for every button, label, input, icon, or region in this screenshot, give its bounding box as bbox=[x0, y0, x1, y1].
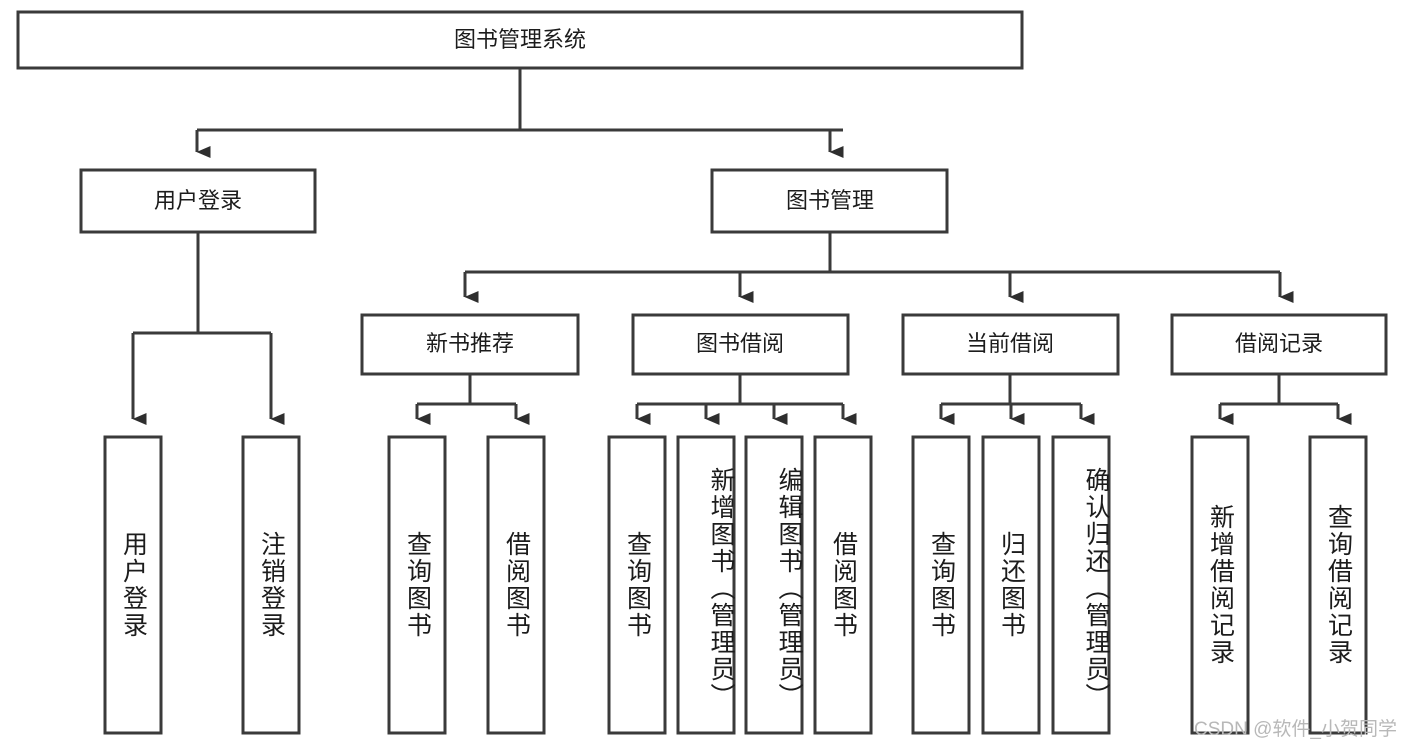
node-current-borrow-label: 当前借阅 bbox=[966, 331, 1054, 356]
connector-user-login-to-leaves bbox=[131, 232, 285, 425]
connector-borrow-record-to-leaves bbox=[1218, 374, 1352, 425]
node-new-book-rec[interactable]: 新书推荐 bbox=[360, 313, 580, 376]
leaf-return-book-box[interactable] bbox=[981, 435, 1041, 735]
node-borrow-record-label: 借阅记录 bbox=[1235, 331, 1323, 356]
leaf-boxes bbox=[103, 435, 1368, 735]
leaf-logout-box[interactable] bbox=[241, 435, 301, 735]
node-current-borrow[interactable]: 当前借阅 bbox=[901, 313, 1120, 376]
connector-book-borrow-to-leaves bbox=[635, 374, 857, 425]
connector-new-book-rec-to-leaves bbox=[415, 374, 530, 425]
leaf-edit-book-box[interactable] bbox=[744, 435, 804, 735]
node-new-book-rec-label: 新书推荐 bbox=[426, 331, 514, 356]
leaf-user-login-box[interactable] bbox=[103, 435, 163, 735]
node-current-borrow-box bbox=[901, 313, 1120, 376]
node-root-label: 图书管理系统 bbox=[454, 27, 586, 52]
node-root[interactable]: 图书管理系统 bbox=[16, 10, 1024, 70]
leaf-query-book-2-box[interactable] bbox=[607, 435, 667, 735]
node-book-borrow-label: 图书借阅 bbox=[696, 331, 784, 356]
leaf-query-record-box[interactable] bbox=[1308, 435, 1368, 735]
leaf-add-record-box[interactable] bbox=[1190, 435, 1250, 735]
node-user-login-label: 用户登录 bbox=[154, 188, 242, 213]
leaf-borrow-book-1-box[interactable] bbox=[486, 435, 546, 735]
node-root-box bbox=[16, 10, 1024, 70]
node-book-manage[interactable]: 图书管理 bbox=[710, 168, 949, 234]
node-user-login[interactable]: 用户登录 bbox=[79, 168, 317, 234]
leaf-query-book-3-box[interactable] bbox=[911, 435, 971, 735]
leaf-query-book-1-box[interactable] bbox=[387, 435, 447, 735]
leaf-confirm-return-box[interactable] bbox=[1051, 435, 1111, 735]
connector-root-to-level2 bbox=[195, 68, 844, 158]
node-borrow-record[interactable]: 借阅记录 bbox=[1170, 313, 1388, 376]
leaf-add-book-box[interactable] bbox=[676, 435, 736, 735]
connector-book-manage-to-level3 bbox=[463, 232, 1294, 303]
leaf-borrow-book-2-box[interactable] bbox=[813, 435, 873, 735]
node-new-book-rec-box bbox=[360, 313, 580, 376]
connector-current-borrow-to-leaves bbox=[939, 374, 1095, 425]
node-book-manage-label: 图书管理 bbox=[786, 188, 874, 213]
node-book-borrow[interactable]: 图书借阅 bbox=[631, 313, 850, 376]
watermark: CSDN @软件_小贺同学 bbox=[1194, 719, 1397, 740]
node-user-login-box bbox=[79, 168, 317, 234]
